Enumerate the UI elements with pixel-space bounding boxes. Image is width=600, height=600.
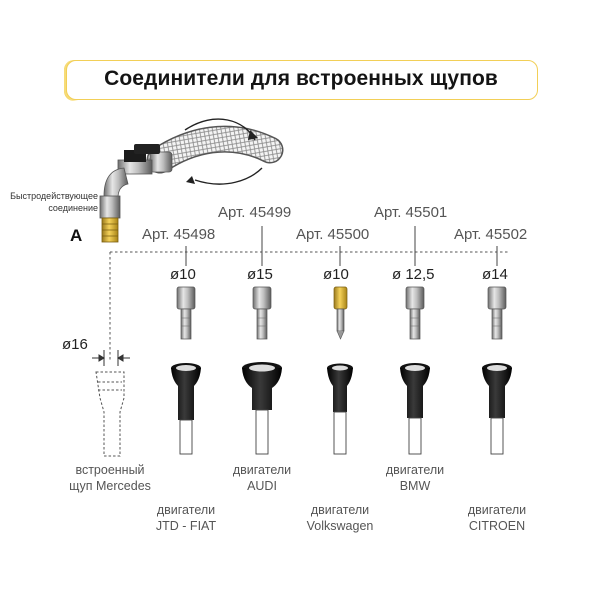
- diameter-45500: ø10: [323, 266, 349, 283]
- diameter-45502: ø14: [482, 266, 508, 283]
- caption-jtd-fiat-line2: JTD - FIAT: [155, 519, 217, 533]
- caption-mercedes: встроенный щуп Mercedes: [50, 462, 170, 494]
- caption-audi-line2: AUDI: [247, 479, 277, 493]
- caption-bmw: двигатели BMW: [365, 462, 465, 494]
- mercedes-dipstick: [95, 371, 125, 457]
- article-45501: Арт. 45501: [374, 204, 448, 221]
- caption-bmw-line2: BMW: [399, 479, 431, 493]
- connection-lines: [109, 251, 510, 360]
- connector-45500: [333, 286, 348, 340]
- connector-45498: [176, 286, 196, 340]
- leader-lines: [185, 226, 498, 266]
- caption-citroen-line2: CITROEN: [468, 519, 526, 533]
- page-title: Соединители для встроенных щупов: [104, 67, 498, 90]
- adapter-jtd-fiat: [171, 363, 201, 455]
- connector-45502: [487, 286, 507, 340]
- article-45500: Арт. 45500: [296, 226, 370, 243]
- title-frame: [66, 60, 538, 100]
- adapter-volkswagen: [327, 363, 353, 455]
- article-45499: Арт. 45499: [218, 204, 292, 221]
- caption-jtd-fiat: двигатели JTD - FIAT: [136, 502, 236, 534]
- caption-citroen-line1: двигатели: [467, 503, 527, 517]
- caption-volkswagen: двигатели Volkswagen: [290, 502, 390, 534]
- quick-coupling-label-line2: соединение: [48, 203, 98, 213]
- caption-audi: двигатели AUDI: [212, 462, 312, 494]
- article-45502: Арт. 45502: [454, 226, 528, 243]
- hose-assembly: [99, 118, 284, 243]
- adapter-bmw: [400, 363, 430, 455]
- diameter-45498: ø10: [170, 266, 196, 283]
- diameter-mercedes: ø16: [62, 336, 88, 353]
- caption-mercedes-line1: встроенный: [75, 463, 145, 477]
- caption-mercedes-line2: щуп Mercedes: [69, 479, 151, 493]
- connector-45499: [252, 286, 272, 340]
- caption-bmw-line1: двигатели: [385, 463, 445, 477]
- coupling-letter-a: A: [70, 226, 83, 245]
- caption-volkswagen-line2: Volkswagen: [306, 519, 374, 533]
- adapter-citroen: [482, 363, 512, 455]
- diameter-16-marker: [92, 350, 130, 366]
- caption-jtd-fiat-line1: двигатели: [156, 503, 216, 517]
- article-45498: Арт. 45498: [142, 226, 216, 243]
- connector-45501: [405, 286, 425, 340]
- caption-audi-line1: двигатели: [232, 463, 292, 477]
- adapter-audi: [242, 362, 282, 455]
- quick-coupling-label: Быстродействующее соединение: [2, 190, 98, 214]
- diameter-45499: ø15: [247, 266, 273, 283]
- caption-volkswagen-line1: двигатели: [310, 503, 370, 517]
- caption-citroen: двигатели CITROEN: [447, 502, 547, 534]
- quick-coupling-label-line1: Быстродействующее: [10, 191, 98, 201]
- diameter-45501: ø 12,5: [392, 266, 435, 283]
